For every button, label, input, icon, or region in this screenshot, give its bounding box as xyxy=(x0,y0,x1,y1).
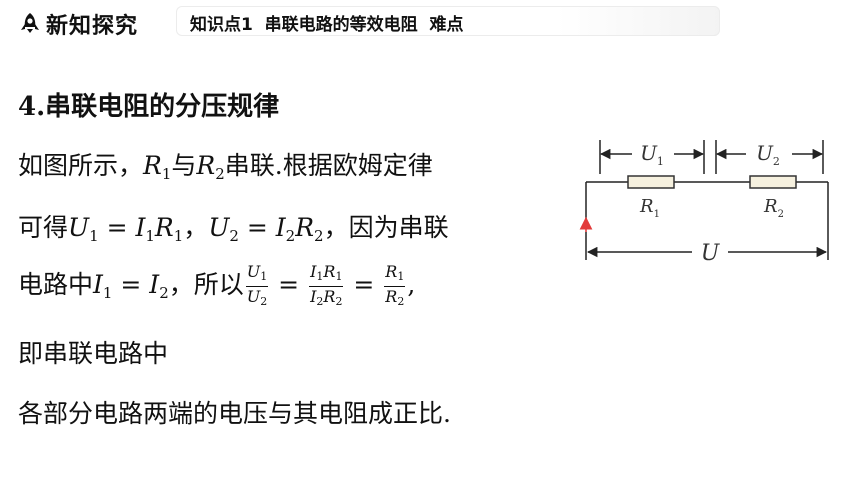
resistor-r2: R2 xyxy=(749,175,797,220)
svg-text:R2: R2 xyxy=(763,196,784,220)
text-line-1: 如图所示，R1与R2串联.根据欧姆定律 xyxy=(18,151,433,183)
text-line-5: 各部分电路两端的电压与其电阻成正比. xyxy=(18,399,451,428)
svg-text:R1: R1 xyxy=(639,196,660,220)
voltage-u2-marker: U2 xyxy=(715,140,824,174)
series-circuit-diagram: U1 U2 R1 R2 U xyxy=(579,140,829,266)
text-line-4: 即串联电路中 xyxy=(18,339,169,368)
topic-label: 知识点1 串联电路的等效电阻 难点 xyxy=(190,15,464,35)
rocket-icon xyxy=(21,13,39,33)
svg-text:U2: U2 xyxy=(756,141,780,168)
svg-text:U1: U1 xyxy=(640,141,664,168)
text-line-2: 可得U1 = I1R1，U2 = I2R2，因为串联 xyxy=(18,213,449,245)
resistor-r1: R1 xyxy=(627,175,675,220)
svg-text:U: U xyxy=(701,241,721,266)
topic-bar: 知识点1 串联电路的等效电阻 难点 xyxy=(176,6,720,36)
circuit-wire xyxy=(585,181,829,260)
section-title: 4.串联电阻的分压规律 xyxy=(18,92,280,122)
section-label: 新知探究 xyxy=(46,14,139,39)
section-header: 新知探究 知识点1 串联电路的等效电阻 难点 xyxy=(18,6,720,39)
total-voltage-marker: U xyxy=(586,241,828,266)
voltage-u1-marker: U1 xyxy=(599,140,705,174)
